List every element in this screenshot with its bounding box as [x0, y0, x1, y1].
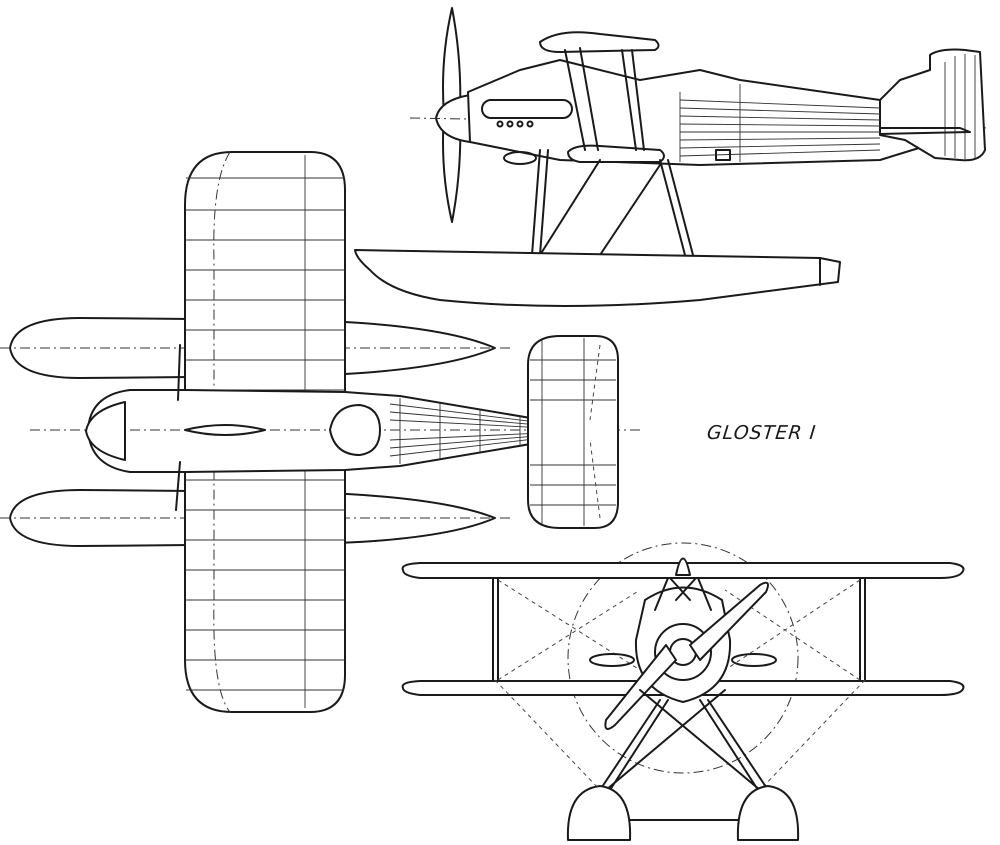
drawing-title: GLOSTER I [705, 422, 818, 444]
plan-cockpit [329, 404, 381, 456]
plan-spinner [85, 401, 126, 461]
side-upper-wing [539, 31, 660, 53]
front-view [401, 542, 965, 841]
front-float-left [566, 785, 632, 841]
front-propeller-disc [567, 542, 799, 774]
plan-view [0, 151, 640, 713]
side-view [354, 7, 991, 307]
front-propeller-blade-lower [604, 644, 677, 730]
side-float [354, 249, 841, 307]
plan-tailplane [527, 335, 619, 529]
front-float-right [736, 785, 800, 841]
front-propeller-blade-upper [689, 581, 769, 661]
side-lower-wing [567, 144, 665, 163]
